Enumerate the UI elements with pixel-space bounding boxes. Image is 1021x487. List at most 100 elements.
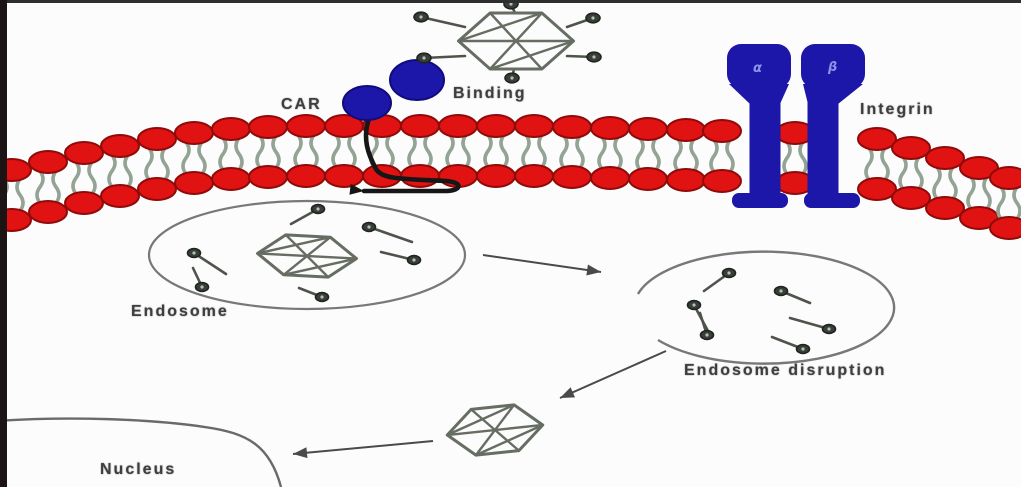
lipid-head [891, 136, 931, 160]
lipid-head [552, 165, 592, 189]
lipid-head [211, 167, 251, 191]
lipid-head [666, 168, 706, 192]
lipid-head [438, 114, 478, 138]
lipid-unit [891, 136, 931, 210]
lipid-unit [64, 141, 104, 215]
lipid-unit [248, 115, 288, 189]
lipid-unit [28, 150, 68, 224]
virion-capsid [457, 11, 575, 71]
label-endosome: Endosome [131, 303, 229, 320]
lipid-head [400, 164, 440, 188]
lipid-head [64, 141, 104, 165]
lipid-head [400, 114, 440, 138]
fiber-protein [504, 67, 520, 84]
car-cytoplasmic-tail [349, 113, 461, 195]
lipid-unit [666, 118, 706, 192]
fiber-protein [565, 12, 601, 29]
lipid-unit [100, 134, 140, 208]
lipid-unit [552, 115, 592, 189]
label-integrin-beta-subunit: β [828, 60, 838, 75]
lipid-unit [959, 156, 999, 230]
fiber-protein [289, 203, 326, 226]
lipid-head [137, 127, 177, 151]
lipid-head [0, 208, 32, 232]
lipid-head [590, 166, 630, 190]
lipid-head [248, 115, 288, 139]
lipid-head [925, 146, 965, 170]
arrowhead-icon [293, 447, 308, 459]
pathway-arrow [292, 440, 434, 459]
pathway-arrows [292, 254, 667, 459]
lipid-unit [476, 114, 516, 188]
lipid-head [628, 167, 668, 191]
lipid-head [590, 116, 630, 140]
lipid-head [28, 200, 68, 224]
lipid-unit [286, 114, 326, 188]
lipid-head [989, 166, 1021, 190]
lipid-head [174, 121, 214, 145]
lipid-head [0, 158, 32, 182]
lipid-head [286, 164, 326, 188]
lipid-unit [989, 166, 1021, 240]
fiber-protein [565, 51, 602, 63]
lipid-head [174, 171, 214, 195]
fiber-protein [186, 247, 228, 276]
fiber-protein [773, 285, 812, 305]
released-capsid [445, 403, 545, 457]
lipid-unit [857, 127, 897, 201]
lipid-head [64, 191, 104, 215]
lipid-head [514, 114, 554, 138]
lipid-head [552, 115, 592, 139]
lipid-head [628, 117, 668, 141]
lipid-unit [211, 117, 251, 191]
lipid-unit [628, 117, 668, 191]
lipid-head [857, 177, 897, 201]
pathway-arrow [482, 254, 602, 276]
lipid-unit [0, 158, 32, 232]
lipid-head [702, 119, 742, 143]
fiber-protein [413, 11, 467, 29]
integrin-subunit [727, 44, 791, 208]
lipid-head [100, 134, 140, 158]
arrowhead-icon [560, 387, 576, 398]
label-endosome-disruption: Endosome disruption [684, 362, 887, 379]
lipid-bilayer-membrane [0, 114, 1021, 240]
lipid-head [666, 118, 706, 142]
fiber-protein [788, 316, 837, 335]
car-receptor [342, 59, 445, 121]
lipid-unit [514, 114, 554, 188]
lipid-head [28, 150, 68, 174]
lipid-unit [438, 114, 478, 188]
disrupted-endosome [636, 250, 896, 365]
pathway-arrow [559, 350, 667, 399]
lipid-head [137, 177, 177, 201]
endosome-capsid [256, 233, 358, 279]
fiber-protein [770, 335, 811, 355]
integrin-subunit [801, 44, 865, 208]
integrin-receptor [727, 44, 865, 208]
label-integrin-alpha-subunit: α [753, 61, 762, 76]
lipid-head [514, 164, 554, 188]
label-nucleus: Nucleus [100, 461, 177, 478]
lipid-head [286, 114, 326, 138]
fiber-protein [702, 267, 737, 293]
lipid-head [248, 165, 288, 189]
label-car: CAR [281, 96, 322, 113]
lipid-head [324, 164, 364, 188]
lipid-unit [925, 146, 965, 220]
endosome-vesicle [147, 199, 467, 311]
lipid-unit [174, 121, 214, 195]
lipid-head [989, 216, 1021, 240]
lipid-head [702, 169, 742, 193]
lipid-head [476, 114, 516, 138]
lipid-head [891, 186, 931, 210]
fiber-protein [698, 311, 715, 341]
fiber-protein [191, 266, 210, 293]
lipid-unit [400, 114, 440, 188]
top-border [0, 0, 1021, 3]
fiber-protein [379, 250, 422, 266]
fiber-protein [361, 221, 414, 244]
lipid-head [100, 184, 140, 208]
